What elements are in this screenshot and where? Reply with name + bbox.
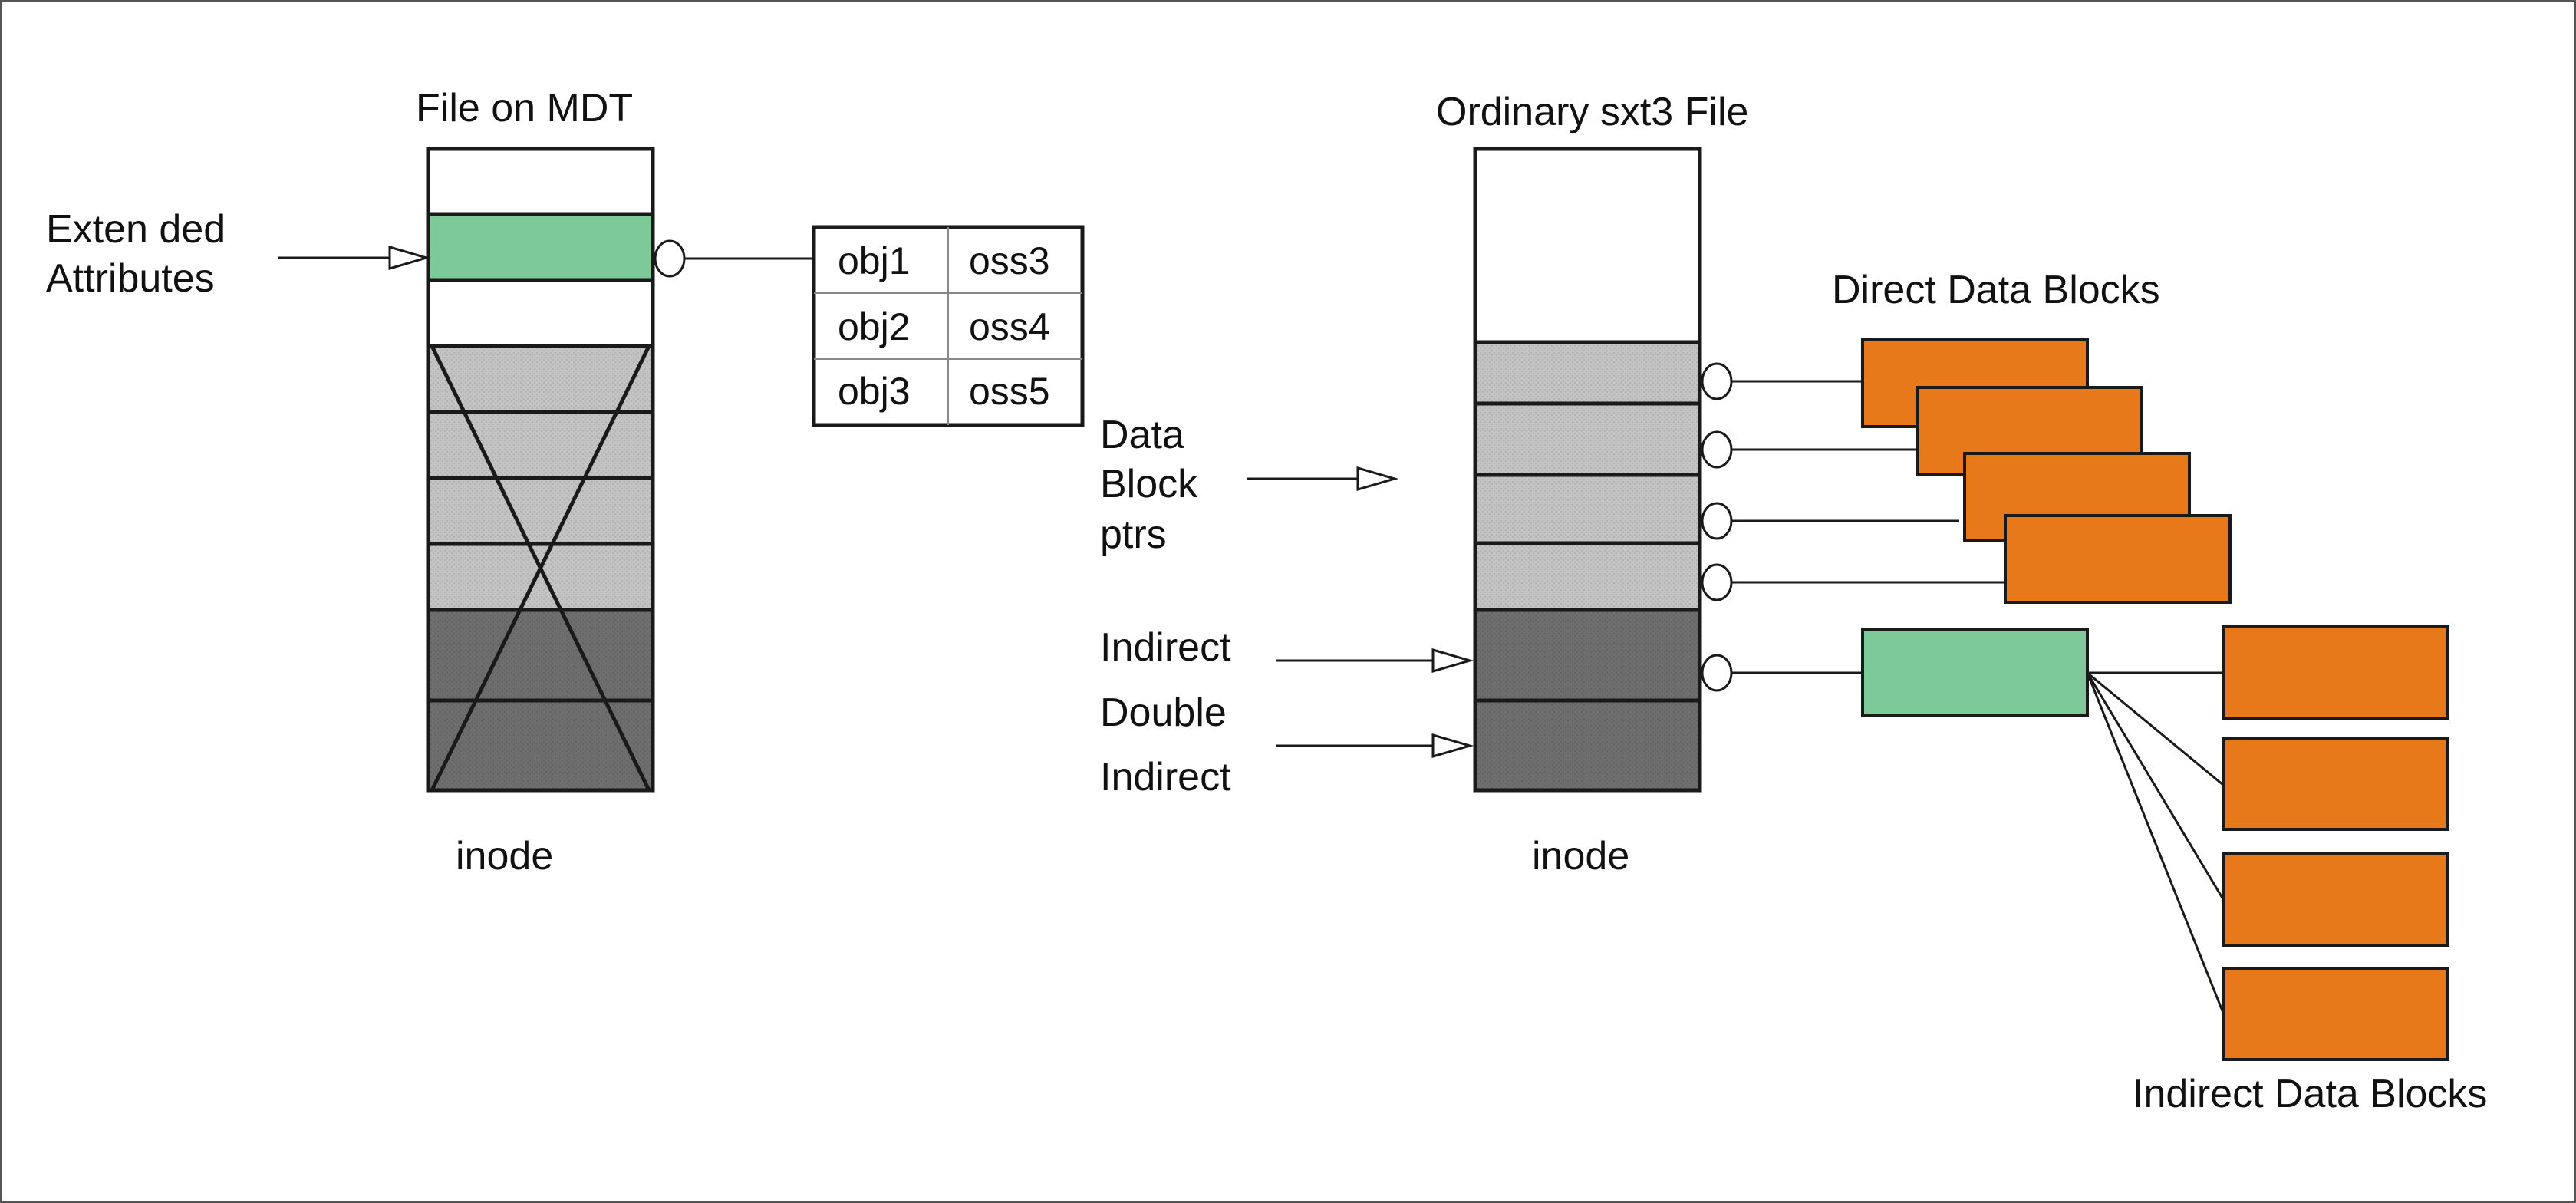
ea-label-line2: Attributes <box>46 256 215 301</box>
data-block-ptrs-line3: ptrs <box>1100 513 1167 557</box>
ext3-inode-outline <box>1473 147 1702 793</box>
ea-table-obj: obj3 <box>838 370 911 413</box>
direct-pointer-connectors <box>1701 362 2004 602</box>
pointer-node <box>1701 362 1733 400</box>
ea-pointer-arrow <box>278 246 431 270</box>
mdt-inode-unused-block <box>428 478 653 544</box>
direct-data-block <box>2004 514 2232 604</box>
mdt-inode-ea-block <box>428 214 653 280</box>
mdt-inode-label: inode <box>456 834 553 878</box>
ea-table-connector <box>654 239 814 278</box>
direct-pointer-block <box>1475 475 1700 543</box>
mdt-inode-unused-block <box>428 700 653 790</box>
mdt-inode-unused-block <box>428 346 653 412</box>
ext3-inode-header-block <box>1475 149 1700 342</box>
indirect-pointer-block <box>1475 610 1700 700</box>
direct-pointer-block <box>1475 342 1700 404</box>
pointer-node <box>1701 502 1733 540</box>
indirect-data-block <box>2222 852 2449 947</box>
indirect-data-blocks <box>2222 625 2449 1061</box>
ext3-file-title: Ordinary sxt3 File <box>1436 90 1748 134</box>
mdt-inode-block-top <box>428 149 653 214</box>
mdt-inode-unused-block <box>428 412 653 478</box>
pointer-node <box>1701 654 1733 692</box>
ea-table-obj: obj1 <box>838 239 911 282</box>
direct-data-blocks <box>1861 338 2232 604</box>
indirect-blocks-label: Indirect Data Blocks <box>2133 1072 2487 1116</box>
indirect-data-block <box>2222 625 2449 720</box>
double-label: Double <box>1100 690 1227 735</box>
direct-blocks-label: Direct Data Blocks <box>1832 268 2160 312</box>
double-indirect-arrow <box>1276 733 1474 758</box>
double-indirect-pointer-block <box>1475 700 1700 790</box>
ea-table-obj: obj2 <box>838 305 911 348</box>
data-block-ptrs-arrow <box>1247 466 1399 491</box>
indirect-data-block <box>2222 737 2449 831</box>
mdt-file-title: File on MDT <box>416 86 633 130</box>
indirect-fanout-lines <box>2086 671 2225 1013</box>
unused-cross-line <box>430 344 651 792</box>
indirect-label: Indirect <box>1100 625 1231 670</box>
direct-pointer-block <box>1475 404 1700 475</box>
data-block-ptrs-line2: Block <box>1100 462 1198 506</box>
indirect-connector <box>1701 654 1863 692</box>
ea-table-oss: oss4 <box>969 305 1050 348</box>
ext3-inode-label: inode <box>1532 834 1629 878</box>
double-indirect-label: Indirect <box>1100 755 1231 799</box>
pointer-node <box>1701 563 1733 602</box>
mdt-inode-block <box>428 280 653 346</box>
mdt-inode-outline <box>426 147 655 793</box>
mdt-inode <box>426 147 655 793</box>
mdt-inode-unused-block <box>428 610 653 700</box>
ext3-inode <box>1473 147 1702 793</box>
direct-pointer-block <box>1475 543 1700 610</box>
data-block-ptrs-line1: Data <box>1100 413 1184 457</box>
ea-table-oss: oss5 <box>969 370 1050 413</box>
pointer-node <box>1701 430 1733 469</box>
ea-object-table: obj1 oss3 obj2 oss4 obj3 oss5 <box>812 225 1085 427</box>
indirect-data-block <box>2222 967 2449 1061</box>
indirect-block <box>1861 628 2089 717</box>
mdt-inode-unused-block <box>428 544 653 610</box>
ea-label-line1: Exten ded <box>46 207 226 252</box>
indirect-arrow <box>1276 648 1474 673</box>
ea-table-oss: oss3 <box>969 239 1050 282</box>
